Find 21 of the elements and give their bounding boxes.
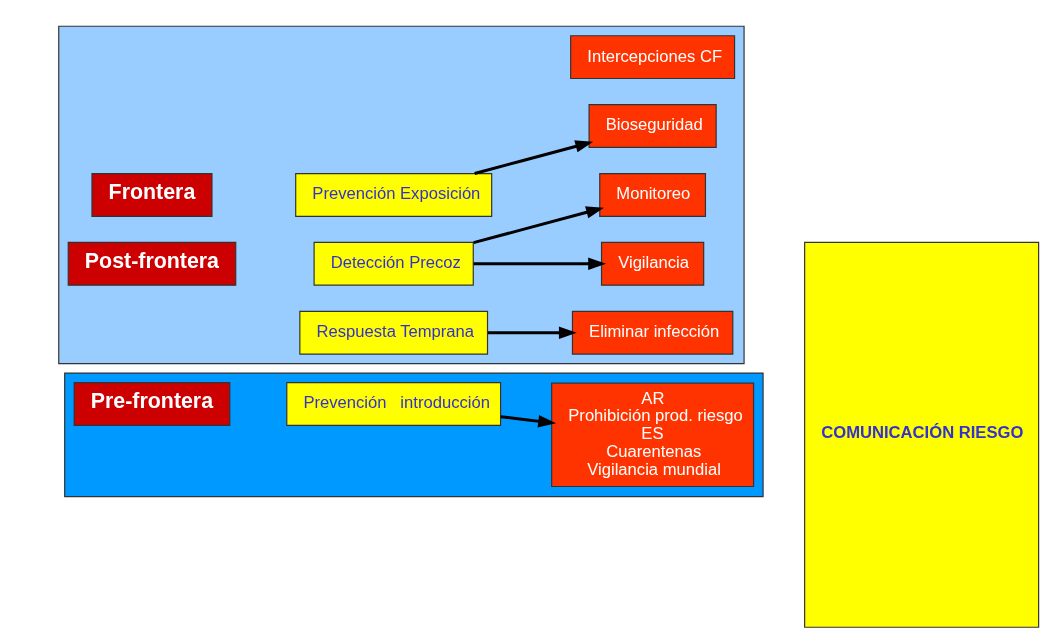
node-box: Respuesta Temprana (299, 310, 489, 355)
arrow (474, 140, 594, 175)
arrow (473, 206, 604, 245)
node-box: Prevención introducción (286, 381, 502, 426)
node-box: AR Prohibición prod. riesgo ES Cuarentenas Vigilancia mundial (551, 382, 755, 488)
node-box: Post-frontera (67, 241, 237, 286)
node-box: Bioseguridad (588, 104, 717, 148)
node-box: Frontera (91, 172, 213, 217)
arrow (500, 415, 557, 428)
node-box: Prevención Exposición (295, 172, 493, 217)
node-box: COMUNICACIÓN RIESGO (804, 241, 1040, 628)
node-box: Detección Precoz (313, 241, 474, 286)
cluster (58, 25, 745, 365)
cluster (64, 372, 764, 498)
arrow (473, 257, 607, 271)
node-box: Pre-frontera (73, 381, 231, 426)
node-box: Eliminar infección (571, 310, 734, 355)
arrow (487, 326, 577, 339)
node-box: Monitoreo (599, 172, 707, 217)
node-box: Vigilancia (600, 241, 705, 286)
node-box: Intercepciones CF (570, 35, 736, 80)
